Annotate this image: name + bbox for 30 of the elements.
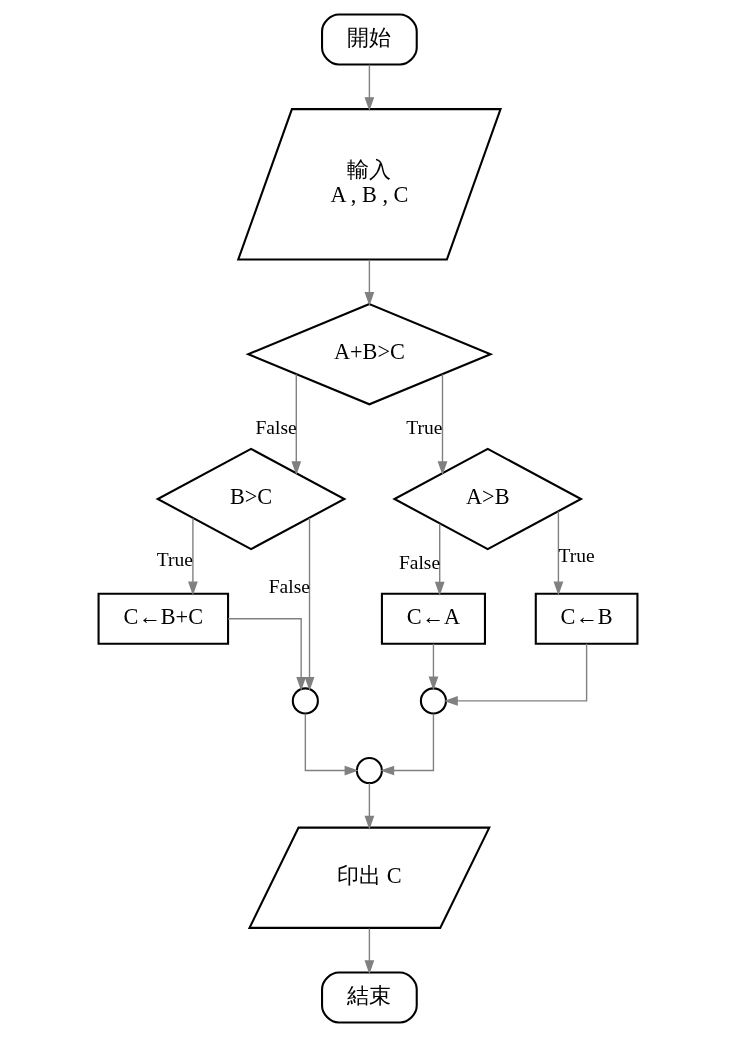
node-box: 結束: [320, 971, 418, 1024]
edge-label: True: [405, 416, 442, 438]
node-box: C←B+C: [97, 592, 229, 645]
edge-label: False: [398, 551, 440, 573]
node-circle: [355, 756, 383, 785]
node-diamond: A+B>C: [245, 302, 493, 406]
arrow: [227, 618, 306, 691]
arrow: [379, 712, 434, 776]
node-circle: [291, 687, 319, 715]
node-box: 開始: [320, 13, 418, 66]
arrow: [364, 259, 374, 306]
arrow: [553, 510, 563, 596]
arrow: [187, 517, 198, 596]
node-circle: [419, 687, 447, 715]
arrow: [364, 64, 374, 112]
arrow: [434, 523, 445, 596]
edge-label: True: [156, 548, 193, 570]
arrow: [304, 517, 314, 691]
arrow: [304, 712, 359, 776]
arrow: [290, 373, 301, 476]
edge-label: False: [255, 416, 297, 438]
arrow: [364, 927, 374, 975]
node-diamond: B>C: [155, 447, 347, 551]
arrow: [364, 782, 374, 830]
node-box: C←A: [380, 592, 486, 645]
node-box: C←B: [534, 592, 638, 645]
arrow: [437, 373, 447, 476]
arrow: [428, 643, 438, 691]
edge-label: False: [268, 575, 310, 597]
arrow: [443, 643, 587, 706]
